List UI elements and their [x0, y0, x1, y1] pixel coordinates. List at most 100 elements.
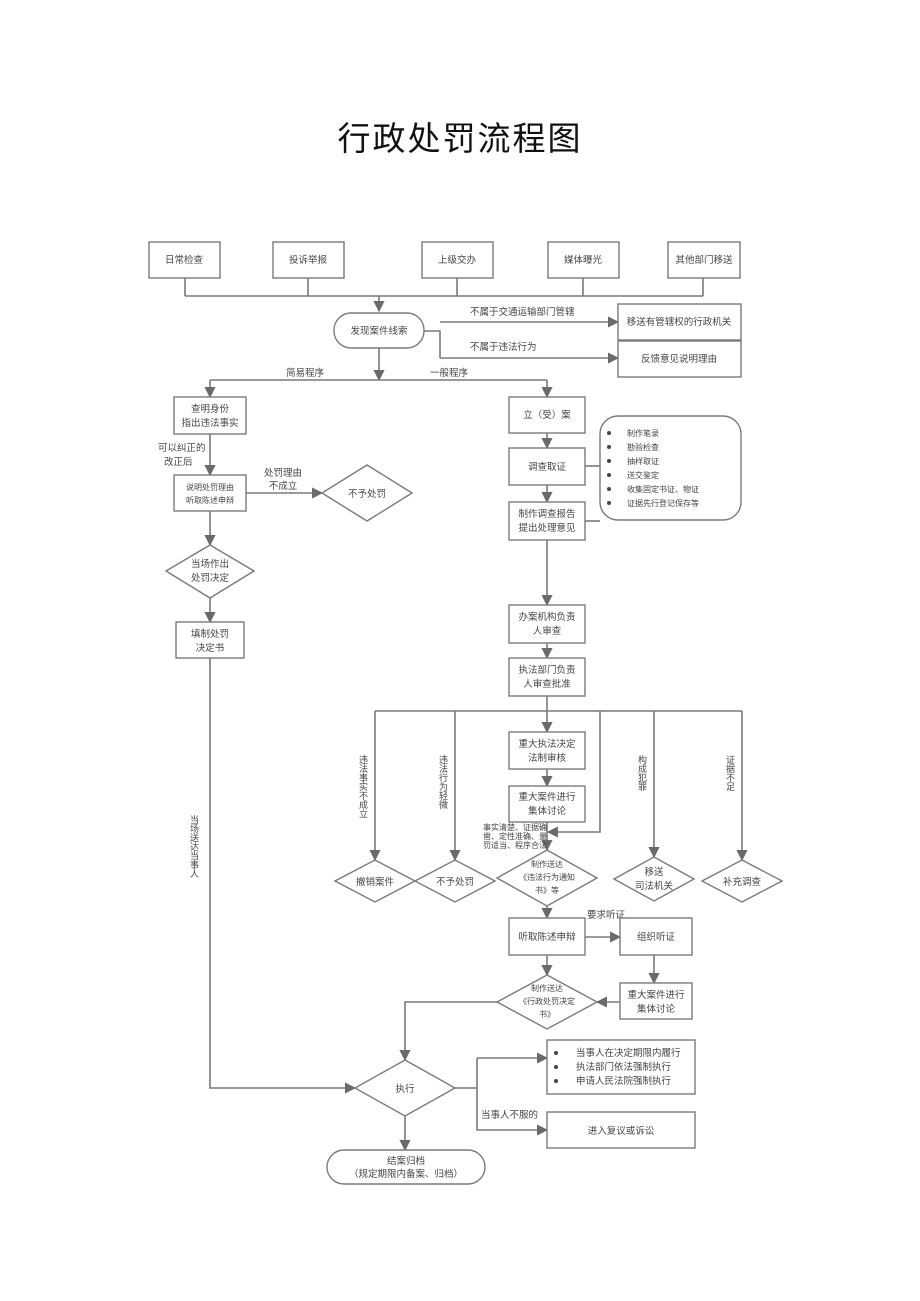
office-review-line-2: 人审查: [533, 625, 562, 637]
evidence-item-6: 证据先行登记保存等: [627, 498, 699, 508]
dept-approval-box: [508, 657, 586, 697]
notice-line-1: 制作送达: [531, 859, 563, 869]
major-collective-line-2: 集体讨论: [528, 805, 567, 817]
major-legal-review-box: [508, 731, 586, 770]
close-node: [326, 1149, 486, 1185]
source-label-2: 投诉举报: [289, 254, 328, 266]
evidence-item-1: 制作笔录: [627, 428, 659, 438]
major-collective2-box: [619, 982, 693, 1020]
notice-line-2: 《违法行为通知: [519, 872, 575, 882]
notice-diamond: [495, 849, 599, 907]
branch-label-3: 构成犯罪: [636, 754, 647, 792]
decision-line-2: 《行政处罚决定: [519, 996, 575, 1006]
dept-approval-line-1: 执法部门负责: [518, 664, 575, 676]
register-label: 立（受）案: [523, 409, 571, 421]
source-box-2: [272, 241, 345, 279]
notice-note-line-3: 罚适当、程序合法: [483, 840, 547, 850]
close-line-2: （规定期限内备案、归档）: [349, 1168, 463, 1180]
report-box: [508, 501, 586, 541]
revoke-label: 撤销案件: [356, 876, 395, 888]
transfer-authority-box: [617, 303, 742, 341]
page-title: 行政处罚流程图: [337, 119, 583, 158]
no-penalty2-diamond: [413, 859, 497, 903]
notice-note-line-2: 凿、定性准确、量: [483, 831, 547, 841]
revoke-diamond: [333, 859, 417, 903]
major-legal-review-line-1: 重大执法决定: [518, 738, 576, 750]
evidence-item-4: 送交鉴定: [627, 470, 659, 480]
notice-line-3: 书》等: [535, 885, 559, 895]
source-label-1: 日常检查: [165, 254, 204, 266]
check-identity-line-1: 查明身份: [191, 403, 230, 415]
source-box-3: [421, 241, 494, 279]
hear-defense-box: [508, 917, 586, 956]
exec-item-3: 申请人民法院强制执行: [576, 1075, 672, 1087]
decision-diamond: [495, 974, 599, 1030]
exec-items-box: [546, 1039, 696, 1095]
serve-onsite-label: 当场送达当事人: [188, 814, 199, 878]
evidence-item-3: 抽样取证: [627, 456, 659, 466]
transfer-judicial-line-2: 司法机关: [635, 880, 674, 892]
dept-approval-line-2: 人审查批准: [523, 678, 571, 690]
supplement-diamond: [700, 859, 784, 903]
report-line-2: 提出处理意见: [518, 522, 575, 534]
fill-decision-box: [175, 621, 245, 659]
simple-procedure-label: 简易程序: [286, 367, 325, 379]
decision-line-1: 制作送达: [531, 983, 563, 993]
investigate-label: 调查取证: [528, 461, 567, 473]
review-litigation-label: 进入复议或诉讼: [588, 1125, 655, 1137]
not-transport-label: 不属于交通运输部门管辖: [470, 306, 575, 318]
evidence-item-5: 收集固定书证、物证: [627, 484, 699, 494]
onsite-decision-line-2: 处罚决定: [191, 572, 230, 584]
transfer-judicial-line-1: 移送: [644, 866, 664, 878]
supplement-label: 补充调查: [723, 876, 762, 888]
connectors: [184, 278, 748, 1152]
exec-item-2: 执法部门依法强制执行: [576, 1061, 672, 1073]
fill-decision-line-1: 填制处罚: [191, 628, 229, 640]
feedback-label: 反馈意见说明理由: [641, 353, 717, 365]
reason-invalid-line-1: 处罚理由: [264, 467, 302, 479]
discover-label: 发现案件线索: [350, 325, 407, 337]
close-line-1: 结案归档: [387, 1155, 425, 1167]
explain-reason-line-2: 听取陈述申辩: [186, 495, 234, 505]
evidence-item-2: 勘验检查: [627, 442, 659, 452]
source-label-4: 媒体曝光: [564, 254, 603, 266]
report-line-1: 制作调查报告: [518, 508, 575, 520]
reason-invalid-line-2: 不成立: [269, 480, 298, 492]
explain-reason-line-1: 说明处罚理由: [186, 482, 234, 492]
major-collective2-line-2: 集体讨论: [637, 1003, 676, 1015]
check-identity-box: [173, 396, 247, 435]
exec-item-1: 当事人在决定期限内履行: [576, 1047, 681, 1059]
source-box-4: [547, 241, 620, 279]
major-collective-line-1: 重大案件进行: [518, 791, 576, 803]
transfer-judicial-diamond: [612, 856, 696, 902]
exec-bullets: 当事人在决定期限内履行 执法部门依法强制执行 申请人民法院强制执行: [554, 1047, 681, 1087]
notice-note-line-1: 事实清楚、证据确: [483, 822, 547, 832]
investigate-box: [508, 447, 586, 486]
discover-node: [333, 312, 425, 349]
onsite-decision-diamond: [164, 544, 256, 599]
office-review-line-1: 办案机构负责: [518, 611, 575, 623]
party-disagree-label: 当事人不服的: [481, 1109, 538, 1121]
no-penalty2-label: 不予处罚: [436, 876, 474, 888]
execute-diamond: [353, 1059, 457, 1117]
major-collective2-line-1: 重大案件进行: [627, 989, 685, 1001]
source-boxes: 日常检查 投诉举报 上级交办 媒体曝光 其他部门移送: [148, 241, 741, 279]
hearing-request-label: 要求听证: [587, 909, 626, 921]
organize-hearing-label: 组织听证: [637, 931, 676, 943]
major-collective-box: [508, 785, 586, 823]
hear-defense-label: 听取陈述申辩: [518, 931, 576, 943]
no-penalty-label: 不予处罚: [348, 488, 386, 500]
review-litigation-box: [546, 1111, 696, 1149]
branch-label-4: 证据不足: [724, 755, 735, 792]
check-identity-line-2: 指出违法事实: [181, 417, 238, 429]
transfer-authority-label: 移送有管辖权的行政机关: [627, 316, 732, 328]
major-legal-review-line-2: 法制审核: [528, 752, 567, 764]
source-label-5: 其他部门移送: [675, 254, 733, 266]
office-review-box: [508, 604, 586, 644]
source-box-1: [148, 241, 221, 279]
branch-label-2: 违法行为轻微: [437, 755, 448, 810]
fill-decision-line-2: 决定书: [196, 642, 225, 654]
source-label-3: 上级交办: [438, 254, 477, 266]
onsite-decision-line-1: 当场作出: [191, 558, 229, 570]
no-penalty-diamond: [320, 464, 414, 522]
